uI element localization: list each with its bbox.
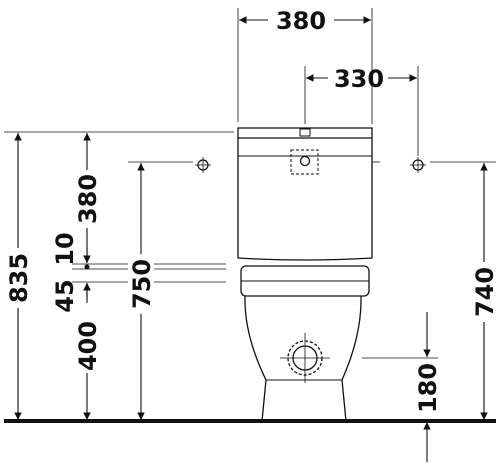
- outlet-centerlines: [280, 333, 330, 383]
- water-inlet-detail: [290, 149, 319, 175]
- label-tank-height: 380: [74, 174, 102, 224]
- cistern: [237, 127, 373, 261]
- bowl-pedestal: [244, 295, 362, 422]
- label-seat-thickness: 45: [51, 279, 79, 312]
- dim-10-point: [84, 264, 90, 270]
- label-bowl-height: 400: [74, 321, 102, 371]
- flush-button: [299, 128, 311, 137]
- label-outlet-height: 180: [414, 363, 442, 413]
- water-inlet-icon: [299, 155, 311, 167]
- label-total-height: 835: [5, 253, 33, 303]
- label-mounting-height: 740: [471, 267, 498, 317]
- label-bolt-spacing: 330: [334, 65, 384, 93]
- label-gap: 10: [51, 232, 79, 265]
- label-seat-height: 750: [128, 259, 156, 309]
- bolt-hole-left: [195, 157, 211, 173]
- label-tank-width: 380: [276, 7, 326, 35]
- bolt-hole-right: [410, 157, 426, 173]
